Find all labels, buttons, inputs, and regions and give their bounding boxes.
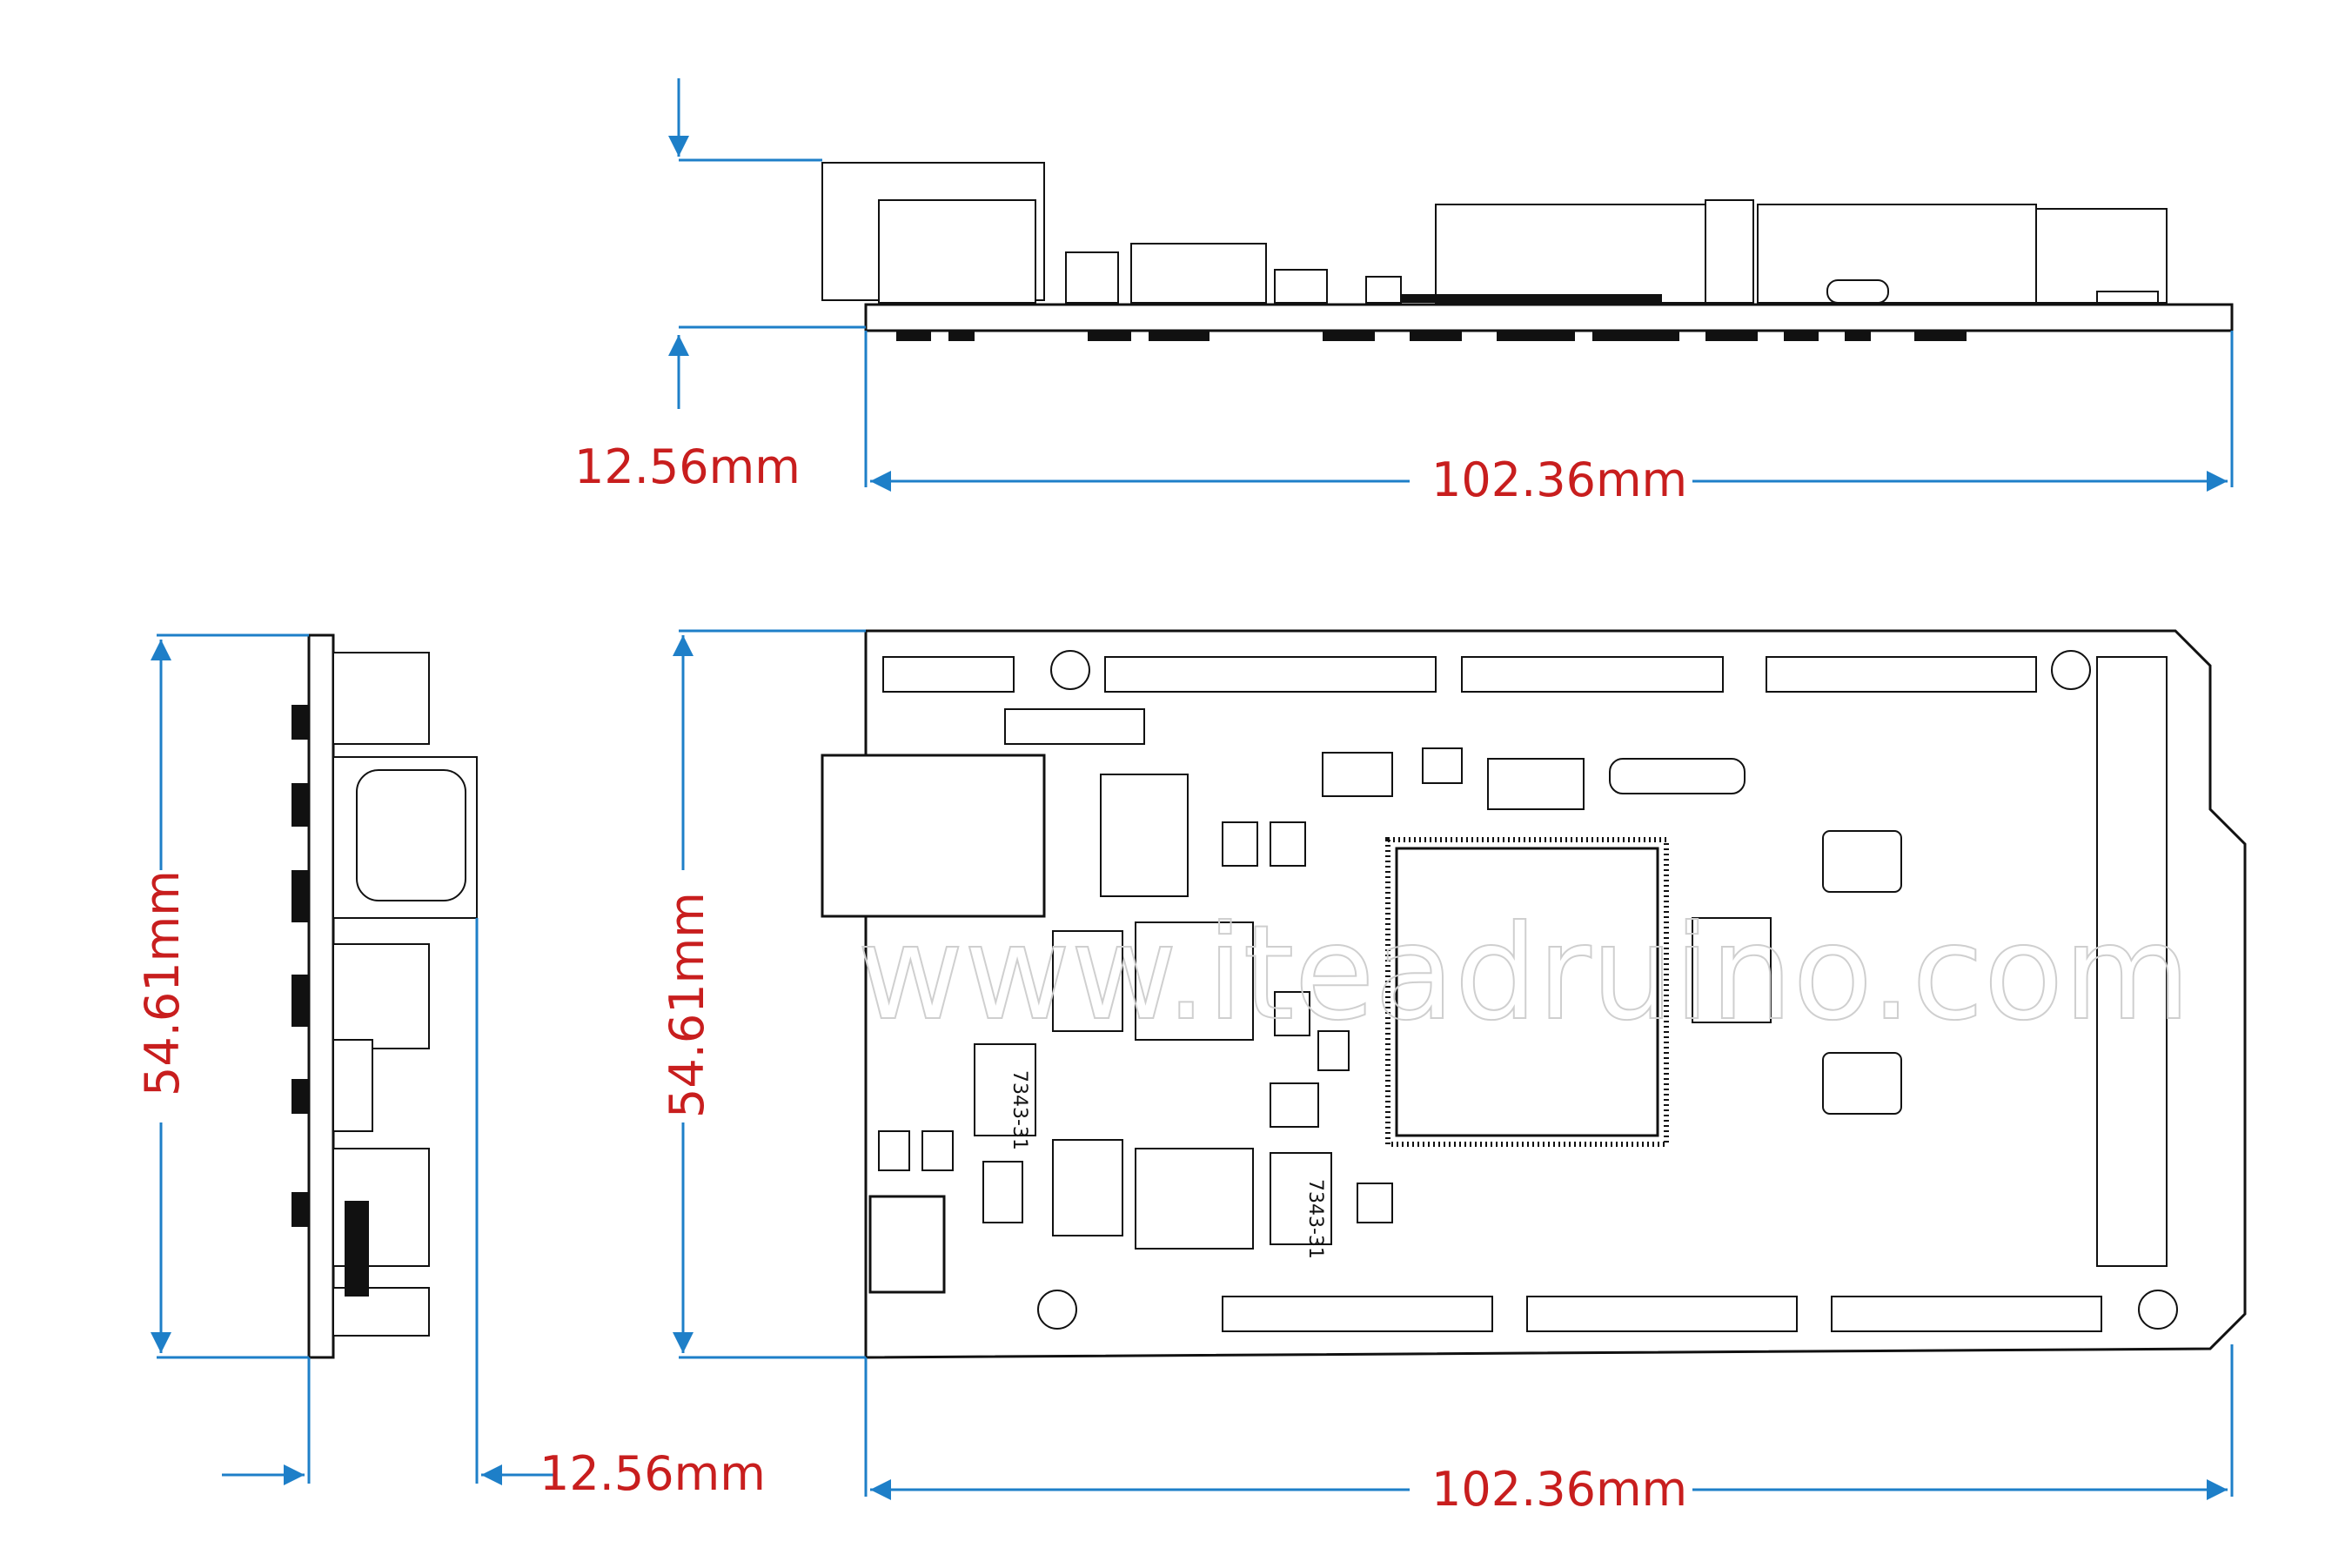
side-view-button bbox=[1826, 279, 1889, 304]
end-view: 54.61mm 12.56mm bbox=[135, 633, 766, 1501]
top-view-height-label: 54.61mm bbox=[660, 892, 714, 1118]
end-view-pcb bbox=[307, 633, 335, 1359]
inductor bbox=[1270, 1152, 1332, 1245]
main-mcu bbox=[1395, 847, 1659, 1137]
side-view: 12.56mm 102.36mm bbox=[574, 78, 2234, 507]
header-bottom-3 bbox=[1831, 1296, 2102, 1332]
ethernet-jack bbox=[821, 754, 1046, 918]
header-top-1 bbox=[882, 656, 1015, 693]
end-view-usb bbox=[345, 1201, 369, 1297]
header-top-2 bbox=[1104, 656, 1437, 693]
header-top-3 bbox=[1461, 656, 1724, 693]
side-view-component bbox=[1274, 269, 1328, 304]
side-view-component bbox=[1065, 251, 1119, 304]
inductor-label: 7343-31 bbox=[1304, 1179, 1326, 1259]
top-view: 7343-31 7343-31 www.iteadruino.com bbox=[660, 629, 2247, 1517]
side-view-header-block bbox=[1435, 204, 1706, 304]
mounting-hole bbox=[2138, 1290, 2178, 1330]
side-view-bottom-leads bbox=[896, 331, 1967, 341]
header-bottom-2 bbox=[1526, 1296, 1798, 1332]
top-headers bbox=[882, 656, 2037, 693]
pin-header-4 bbox=[1609, 758, 1746, 794]
end-view-thickness-label: 12.56mm bbox=[539, 1446, 766, 1501]
header-top-4 bbox=[1766, 656, 2037, 693]
side-view-component bbox=[1365, 276, 1402, 304]
side-view-width-label: 102.36mm bbox=[1431, 452, 1687, 507]
mounting-hole bbox=[1050, 650, 1090, 690]
user-button bbox=[1822, 1052, 1902, 1115]
mcu-pins bbox=[1385, 837, 1669, 1147]
header-right-double bbox=[2096, 656, 2168, 1267]
ic-chip bbox=[1135, 921, 1254, 1041]
end-view-jack-inner bbox=[356, 769, 466, 901]
inductor bbox=[974, 1043, 1036, 1136]
mounting-hole bbox=[1037, 1290, 1077, 1330]
end-view-component bbox=[332, 1039, 373, 1132]
ic-chip bbox=[1135, 1148, 1254, 1250]
reset-button bbox=[1822, 830, 1902, 893]
watermark: www.iteadruino.com bbox=[857, 898, 2191, 1049]
side-view-component bbox=[2096, 291, 2159, 304]
micro-usb-connector bbox=[868, 1195, 946, 1294]
end-view-bottom-leads bbox=[291, 705, 309, 1227]
side-view-chip bbox=[1401, 294, 1662, 303]
side-view-header-block bbox=[2035, 208, 2168, 304]
end-view-height-label: 54.61mm bbox=[135, 870, 190, 1096]
side-view-header bbox=[1130, 243, 1267, 304]
icsp-header bbox=[1004, 708, 1145, 745]
ic-chip bbox=[1052, 930, 1123, 1032]
side-view-jack-inner bbox=[878, 199, 1036, 304]
ic-chip bbox=[1100, 774, 1189, 897]
bottom-headers bbox=[1222, 1296, 2102, 1332]
side-view-header-pin bbox=[1705, 199, 1754, 304]
side-view-header-block bbox=[1757, 204, 2037, 304]
top-view-width-label: 102.36mm bbox=[1431, 1462, 1687, 1517]
mounting-hole bbox=[2051, 650, 2091, 690]
end-view-header bbox=[332, 943, 430, 1049]
header-bottom-1 bbox=[1222, 1296, 1493, 1332]
side-view-height-label: 12.56mm bbox=[574, 439, 801, 494]
side-view-pcb bbox=[864, 303, 2234, 332]
inductor-label: 7343-31 bbox=[1008, 1070, 1030, 1150]
ic-chip bbox=[1052, 1139, 1123, 1236]
end-view-header bbox=[332, 1287, 430, 1337]
pin-header-2x5 bbox=[1487, 758, 1585, 810]
passive-components bbox=[878, 747, 1772, 1223]
end-view-component bbox=[332, 652, 430, 745]
